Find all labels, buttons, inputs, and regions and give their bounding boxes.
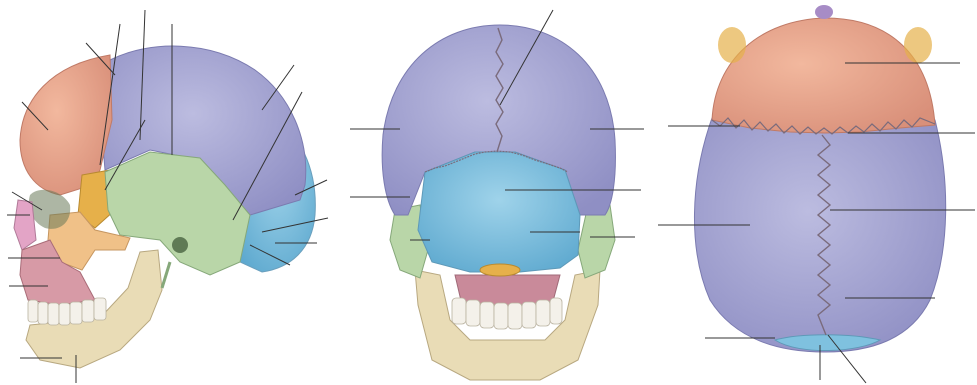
nasal-bone-superior (815, 5, 833, 19)
posterior-view (350, 10, 644, 380)
lateral-view (7, 10, 328, 383)
superior-view (658, 5, 975, 383)
orbit-lateral (29, 190, 70, 229)
occipital-condyle-region (480, 264, 520, 276)
frontal-tuberosity-right (904, 27, 932, 63)
external-acoustic-meatus (172, 237, 188, 253)
frontal-tuberosity-left (718, 27, 746, 63)
styloid-process (162, 262, 170, 288)
occipital-bone-posterior (418, 152, 580, 272)
nasal-bone-lateral (14, 200, 36, 250)
temporal-bone-posterior-right (578, 205, 615, 278)
frontal-bone-superior (712, 18, 935, 133)
